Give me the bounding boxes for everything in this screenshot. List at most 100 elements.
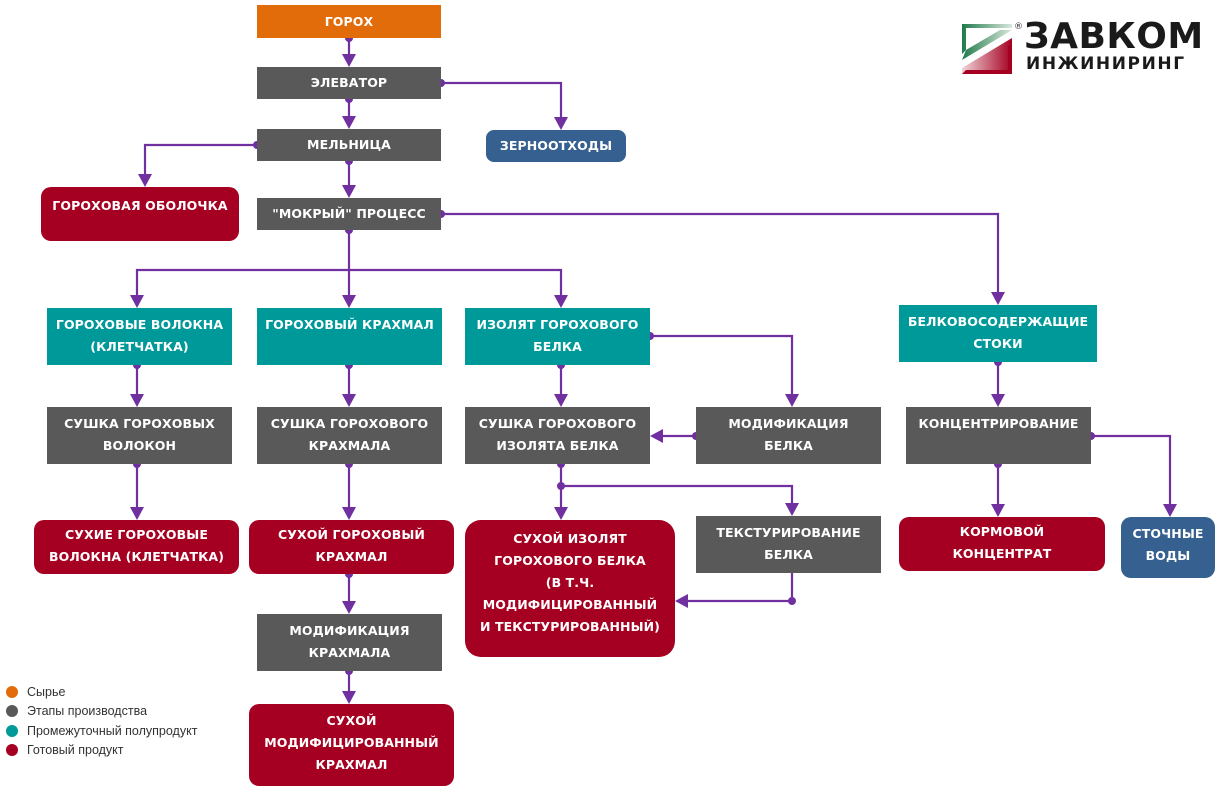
node-label-line: И ТЕКСТУРИРОВАННЫЙ) bbox=[480, 619, 660, 634]
edge-starch-modification-dry-modified-starch bbox=[342, 667, 356, 704]
node-label-line: СУШКА ГОРОХОВОГО bbox=[270, 416, 429, 431]
edge-concentration-feed-concentrate bbox=[991, 460, 1005, 517]
node-starch-drying: СУШКА ГОРОХОВОГО КРАХМАЛА bbox=[257, 407, 442, 464]
node-label-line: КРАХМАЛА bbox=[308, 645, 391, 660]
arrowhead-icon bbox=[342, 54, 356, 67]
node-label-line: СУШКА ГОРОХОВЫХ bbox=[64, 416, 215, 431]
arrowhead-icon bbox=[785, 394, 799, 407]
arrowhead-icon bbox=[991, 292, 1005, 305]
node-grain-waste: ЗЕРНООТХОДЫ bbox=[486, 130, 626, 162]
arrowhead-icon bbox=[1163, 504, 1177, 517]
arrowhead-icon bbox=[554, 117, 568, 130]
node-label-line: СУХИЕ ГОРОХОВЫЕ bbox=[65, 527, 208, 542]
edge-mill-wet-process bbox=[342, 157, 356, 198]
edge-elevator-grain-waste bbox=[437, 79, 568, 130]
edge-mill-pea-hull bbox=[138, 141, 261, 187]
legend-label: Промежуточный полупродукт bbox=[27, 723, 198, 738]
arrowhead-icon bbox=[342, 116, 356, 129]
company-logo: ® ЗАВКОМ ИНЖИНИРИНГ bbox=[962, 16, 1203, 76]
node-label-line: БЕЛКОВОСОДЕРЖАЩИЕ bbox=[907, 314, 1089, 329]
node-protein-isolate: ИЗОЛЯТ ГОРОХОВОГО БЕЛКА bbox=[465, 308, 650, 365]
node-label-line: МОДИФИЦИРОВАННЫЙ bbox=[482, 597, 658, 612]
node-protein-effluent: БЕЛКОВОСОДЕРЖАЩИЕ СТОКИ bbox=[899, 305, 1097, 362]
node-label-line: СТОЧНЫЕ bbox=[1132, 526, 1204, 541]
connector-dot-icon bbox=[557, 482, 565, 490]
node-mill: МЕЛЬНИЦА bbox=[257, 129, 441, 161]
legend-label: Готовый продукт bbox=[27, 743, 124, 758]
connector-line bbox=[650, 334, 794, 396]
node-label-line: ТЕКСТУРИРОВАНИЕ bbox=[716, 525, 861, 540]
node-label-line: "МОКРЫЙ" ПРОЦЕСС bbox=[272, 206, 426, 221]
node-label-line: КРАХМАЛА bbox=[308, 438, 391, 453]
arrowhead-icon bbox=[342, 394, 356, 407]
arrowhead-icon bbox=[342, 295, 356, 308]
node-label-line: СУХОЙ ИЗОЛЯТ bbox=[513, 531, 627, 546]
arrowhead-icon bbox=[138, 174, 152, 187]
node-label-line: ИЗОЛЯТА БЕЛКА bbox=[496, 438, 619, 453]
connector-line bbox=[561, 484, 794, 505]
node-protein-texturing: ТЕКСТУРИРОВАНИЕ БЕЛКА bbox=[696, 516, 881, 573]
node-label-line: ГОРОХ bbox=[324, 13, 374, 29]
connector-line bbox=[349, 268, 563, 297]
node-label-line: ГОРОХОВЫЕ ВОЛОКНА bbox=[55, 317, 224, 332]
node-label-line: СУХОЙ bbox=[326, 713, 377, 728]
node-fiber-drying: СУШКА ГОРОХОВЫХ ВОЛОКОН bbox=[47, 407, 232, 464]
legend-dot-icon bbox=[6, 705, 18, 718]
node-pea-starch: ГОРОХОВЫЙ КРАХМАЛ bbox=[257, 308, 442, 365]
edge-peas-elevator bbox=[342, 34, 356, 67]
node-pea-hull: ГОРОХОВАЯ ОБОЛОЧКА bbox=[41, 187, 239, 241]
legend: Сырье Этапы производства Промежуточный п… bbox=[6, 682, 197, 760]
node-isolate-drying: СУШКА ГОРОХОВОГО ИЗОЛЯТА БЕЛКА bbox=[465, 407, 650, 464]
node-label-line: МОДИФИЦИРОВАННЫЙ bbox=[264, 735, 439, 750]
arrowhead-icon bbox=[130, 507, 144, 520]
arrowhead-icon bbox=[991, 504, 1005, 517]
registered-mark: ® bbox=[1014, 22, 1023, 32]
node-label-line: (КЛЕТЧАТКА) bbox=[90, 339, 189, 354]
legend-dot-icon bbox=[6, 685, 18, 698]
node-label-line: КРАХМАЛ bbox=[315, 549, 388, 564]
edge-protein-effluent-concentration bbox=[991, 358, 1005, 407]
arrowhead-icon bbox=[650, 429, 663, 443]
arrowhead-icon bbox=[342, 185, 356, 198]
edge-isolate-drying-protein-texturing bbox=[557, 482, 799, 516]
node-label-line: КОНЦЕНТРИРОВАНИЕ bbox=[918, 416, 1079, 431]
legend-label: Этапы производства bbox=[27, 704, 148, 719]
legend-dot-icon bbox=[6, 724, 18, 737]
node-label-line: СТОКИ bbox=[973, 336, 1023, 351]
node-label-line: ЗЕРНООТХОДЫ bbox=[499, 138, 613, 153]
connector-line bbox=[441, 81, 563, 119]
arrowhead-icon bbox=[554, 295, 568, 308]
node-concentration: КОНЦЕНТРИРОВАНИЕ bbox=[906, 407, 1091, 464]
node-label-line: ВОЛОКОН bbox=[102, 438, 177, 453]
node-label-line: ИЗОЛЯТ ГОРОХОВОГО bbox=[476, 317, 639, 332]
node-label-line: БЕЛКА bbox=[533, 339, 582, 354]
arrowhead-icon bbox=[785, 503, 799, 516]
edge-wet-process-pea-starch bbox=[342, 270, 356, 308]
arrowhead-icon bbox=[675, 594, 688, 608]
node-label-line: КОНЦЕНТРАТ bbox=[952, 546, 1052, 561]
node-label-line: СУШКА ГОРОХОВОГО bbox=[478, 416, 637, 431]
legend-item-raw: Сырье bbox=[6, 682, 197, 702]
node-wet-process: "МОКРЫЙ" ПРОЦЕСС bbox=[257, 198, 441, 230]
node-label-line: ГОРОХОВОГО БЕЛКА bbox=[494, 553, 646, 568]
node-label-line: БЕЛКА bbox=[764, 547, 813, 562]
edge-pea-fiber-fiber-drying bbox=[130, 361, 144, 407]
node-label-line: ГОРОХОВЫЙ КРАХМАЛ bbox=[265, 317, 434, 332]
logo-title: ЗАВКОМ bbox=[1024, 16, 1204, 57]
node-elevator: ЭЛЕВАТОР bbox=[257, 67, 441, 99]
node-label-line: МЕЛЬНИЦА bbox=[307, 137, 391, 152]
legend-label: Сырье bbox=[27, 684, 66, 699]
node-label-line: ГОРОХОВАЯ ОБОЛОЧКА bbox=[52, 198, 228, 213]
connector-line bbox=[1091, 434, 1172, 506]
legend-item-stage: Этапы производства bbox=[6, 702, 197, 722]
edge-protein-modification-isolate-drying bbox=[650, 429, 700, 443]
edge-elevator-mill bbox=[342, 95, 356, 129]
node-label-line: БЕЛКА bbox=[764, 438, 813, 453]
edge-fiber-drying-dry-fiber bbox=[130, 460, 144, 520]
